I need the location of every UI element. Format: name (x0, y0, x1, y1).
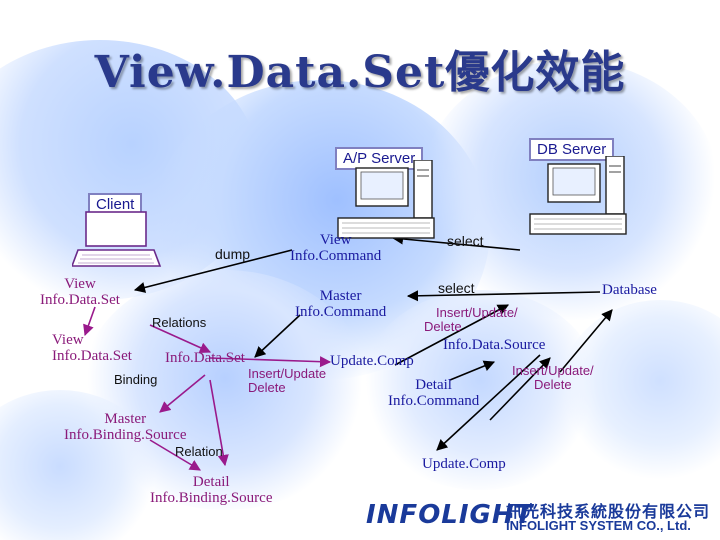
update-comp-node-1: Update.Comp (330, 353, 414, 369)
detail-info-command-line2: Info.Command (388, 392, 480, 409)
arrow-insert-update-2 (489, 357, 551, 421)
view-info-data-set-node-1: View Info.Data.Set (40, 276, 120, 309)
view-info-data-set-2-line1: View (52, 332, 84, 348)
arrow-binding-detail (209, 379, 229, 467)
arrow-view-command-to-dataset (133, 249, 293, 293)
arrow-insert-update-1 (394, 304, 509, 366)
select-top-label: select (447, 233, 484, 249)
select-mid-label: select (438, 280, 475, 296)
db-server-icon (529, 156, 627, 235)
view-info-data-set-1-line2: Info.Data.Set (40, 291, 120, 308)
view-info-command-node: View Info.Command (290, 232, 382, 265)
insert-update-delete-2-line2: Delete (534, 376, 572, 392)
master-info-binding-source-line1: Master (104, 411, 147, 427)
insert-update-delete-3-line1: Insert/Update (248, 366, 327, 381)
arrow-select-top (391, 233, 521, 251)
info-data-set-node: Info.Data.Set (165, 350, 245, 366)
master-info-binding-source-line2: Info.Binding.Source (64, 426, 187, 443)
info-data-source-node: Info.Data.Source (443, 337, 546, 353)
insert-update-delete-3-line2: Delete (248, 379, 286, 395)
relations-label: Relations (152, 315, 207, 330)
binding-label: Binding (114, 372, 158, 387)
arrow-dataset-relations (149, 324, 212, 353)
master-info-command-node: Master Info.Command (295, 288, 387, 321)
client-laptop-icon (72, 211, 162, 267)
logo-chinese: 訊光科技系統股份有限公司 (506, 502, 711, 521)
master-info-command-line1: Master (319, 288, 362, 304)
detail-info-command-node: Detail Info.Command (388, 377, 480, 410)
detail-info-command-line1: Detail (415, 377, 452, 393)
master-info-command-line2: Info.Command (295, 303, 387, 320)
arrow-select-mid (406, 290, 601, 302)
arrow-datasource-to-updatecomp (436, 354, 541, 451)
arrow-master-command-to-dataset (254, 314, 301, 358)
arrow-relation (149, 439, 201, 471)
arrow-dataset-to-updatecomp (209, 356, 332, 368)
arrow-detail-command (449, 360, 496, 381)
detail-info-binding-source-node: Detail Info.Binding.Source (150, 474, 273, 507)
arrow-binding (159, 374, 206, 413)
database-node: Database (602, 282, 657, 298)
view-info-command-line2: Info.Command (290, 247, 382, 264)
company-logo: INFOLIGHT 訊光科技系統股份有限公司 INFOLIGHT SYSTEM … (366, 496, 720, 538)
insert-update-delete-1: Insert/Update/ Delete (424, 306, 518, 333)
insert-update-delete-1-line2: Delete (424, 318, 462, 334)
bg-bubble (560, 300, 720, 480)
insert-update-delete-3: Insert/Update Delete (248, 367, 326, 394)
insert-update-delete-2-line1: Insert/Update/ (512, 363, 594, 378)
logo-english: INFOLIGHT SYSTEM CO., Ltd. (506, 518, 691, 533)
insert-update-delete-1-line1: Insert/Update/ (436, 305, 518, 320)
view-info-data-set-node-2: View Info.Data.Set (52, 332, 132, 365)
db-server-label: DB Server (529, 138, 615, 161)
ap-server-icon (337, 160, 435, 239)
master-info-binding-source-node: Master Info.Binding.Source (64, 411, 187, 444)
arrow-insert-update-3 (559, 309, 613, 373)
update-comp-node-2: Update.Comp (422, 456, 506, 472)
relation-label: Relation (175, 444, 223, 459)
page-title: View.Data.Set優化效能 (94, 47, 626, 98)
view-info-data-set-2-line2: Info.Data.Set (52, 347, 132, 364)
view-info-data-set-1-line1: View (64, 276, 96, 292)
dump-label: dump (215, 246, 251, 262)
logo-brand: INFOLIGHT (366, 500, 534, 530)
view-info-command-line1: View (319, 232, 352, 248)
insert-update-delete-2: Insert/Update/ Delete (512, 364, 594, 391)
arrow-dataset-to-relations (83, 306, 96, 337)
detail-info-binding-source-line1: Detail (192, 474, 230, 490)
detail-info-binding-source-line2: Info.Binding.Source (150, 489, 273, 506)
